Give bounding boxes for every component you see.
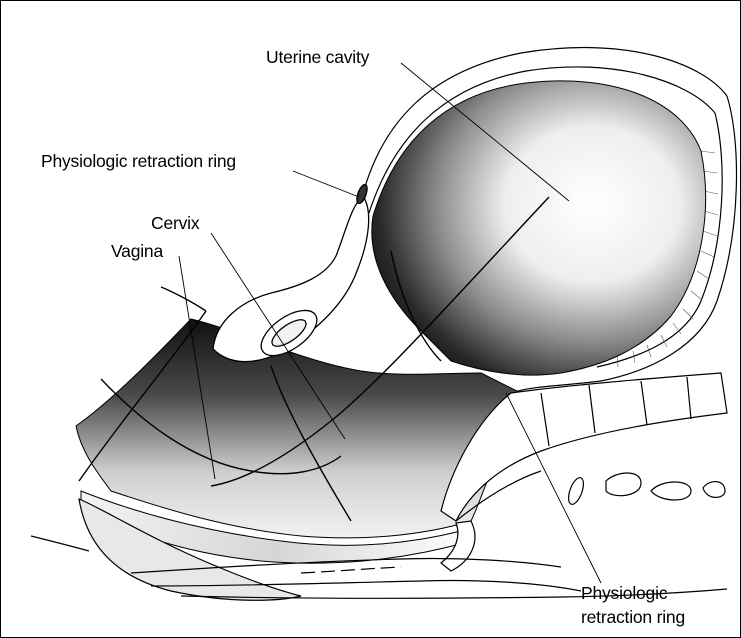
label-physiologic-ring-upper: Physiologic retraction ring [41, 151, 236, 171]
cervix-structure [213, 183, 369, 364]
label-cervix: Cervix [151, 213, 200, 233]
label-uterine-cavity: Uterine cavity [266, 47, 370, 67]
label-physiologic-ring-lower-line1: Physiologic [581, 583, 668, 603]
label-vagina: Vagina [111, 241, 163, 261]
label-physiologic-ring-lower-line2: retraction ring [581, 607, 685, 627]
leader-physiologic-ring-upper [293, 171, 359, 197]
uterine-cavity-shape [372, 81, 706, 375]
